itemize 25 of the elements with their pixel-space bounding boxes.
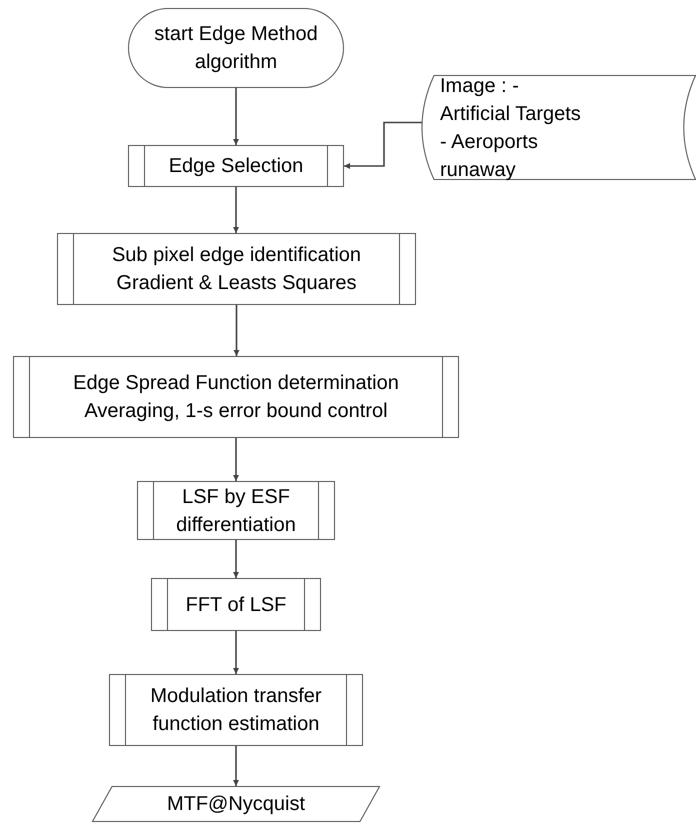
process-box: [128, 145, 344, 187]
arrow: [233, 187, 239, 233]
node-label: LSF by ESF differentiation: [175, 484, 297, 538]
arrow: [344, 122, 424, 169]
process-box: [57, 233, 416, 305]
node-label: Edge Spread Function determination Averaging, 1-s error bound control: [72, 371, 400, 424]
process-box: [137, 481, 335, 540]
output-parallelogram: [92, 786, 380, 822]
arrow: [233, 540, 239, 578]
node-label: MTF@Nycquist: [166, 792, 306, 817]
data-input-shape: [422, 75, 696, 180]
arrow: [233, 746, 239, 786]
arrow: [233, 438, 239, 481]
node-label: Sub pixel edge identification Gradient & Leasts Squares: [110, 243, 362, 296]
node-label: Image : - Artificial Targets - Aeroports runaway: [439, 74, 582, 182]
node-label: FFT of LSF: [184, 592, 288, 618]
arrow: [233, 631, 239, 674]
arrow: [234, 305, 240, 356]
process-box: [151, 578, 321, 631]
node-label: Edge Selection: [168, 154, 304, 179]
process-box: [109, 674, 363, 746]
node-label: Modulation transfer function estimation: [149, 684, 323, 737]
arrow: [233, 88, 239, 145]
node-label: start Edge Method algorithm: [153, 22, 319, 75]
process-box: [13, 356, 459, 438]
